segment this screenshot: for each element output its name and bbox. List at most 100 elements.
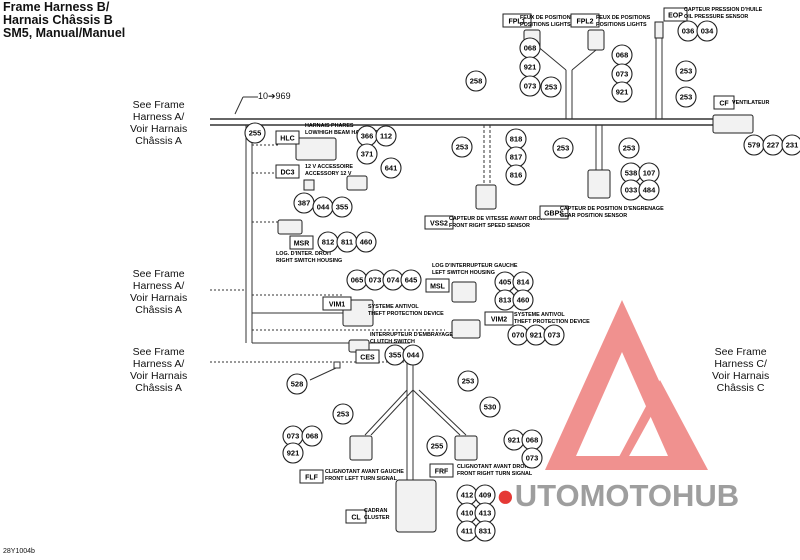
msr-code-3-circle — [355, 231, 377, 253]
flf-code-3-circle — [282, 442, 304, 464]
frf-connector — [454, 435, 478, 461]
hlc-code-3: 371 — [361, 150, 374, 159]
frf-code-3: 073 — [526, 454, 539, 463]
vss2-connector — [475, 184, 497, 210]
see-frame-a-bottom: See Frame Harness A/ Voir Harnais Châssi… — [130, 346, 188, 394]
wire-code-5: 253 — [680, 93, 693, 102]
frf-tag: FRF — [435, 469, 449, 476]
cl-code-1: 412 — [461, 491, 474, 500]
gbps-connector — [587, 169, 611, 199]
gbps-label-line-2: GEAR POSITION SENSOR — [560, 213, 627, 219]
wire-code-6: 253 — [456, 143, 469, 152]
dc3-code-4-circle — [331, 196, 353, 218]
dc3-label-line-2: ACCESSORY 12 V — [305, 171, 352, 177]
cl-code-5: 411 — [461, 527, 473, 536]
cf-code-1: 579 — [748, 141, 761, 150]
eop-tag: EOP — [668, 13, 683, 20]
wire-code-8: 253 — [623, 144, 636, 153]
cf-connector — [712, 114, 754, 134]
cl-code-4: 413 — [479, 509, 492, 518]
dc3-code-2: 387 — [298, 199, 311, 208]
vim1-label-line-1: SYSTEME ANTIVOL — [368, 304, 419, 310]
hlc-connector — [295, 137, 337, 161]
eop-label-line-1: CAPTEUR PRESSION D'HUILE — [684, 7, 763, 13]
ces-tag: CES — [360, 355, 375, 362]
dc3-code-3: 044 — [317, 203, 330, 212]
vim1-tag: VIM1 — [329, 302, 345, 309]
flf-code-1: 073 — [287, 432, 300, 441]
frf-label-line-1: CLIGNOTANT AVANT DROIT — [457, 464, 530, 470]
ces-label-line-1: INTERRUPTEUR D'EMBRAYAGE — [370, 332, 453, 338]
wire-code-1: 255 — [249, 129, 262, 138]
watermark-text: ●UTOMOTOHUB — [496, 478, 740, 513]
ces-label-line-2: CLUTCH SWITCH — [370, 339, 415, 345]
title-line-2: Harnais Châssis B — [3, 13, 113, 27]
fpl2-code-3-circle — [611, 81, 633, 103]
frf-label-line-2: FRONT RIGHT TURN SIGNAL — [457, 471, 533, 477]
flf-label-line-2: FRONT LEFT TURN SIGNAL — [325, 476, 398, 482]
ces-tag-box — [355, 349, 380, 364]
eop-code-1: 036 — [682, 27, 695, 36]
dc3-tag: DC3 — [280, 170, 294, 177]
ces-code-1: 355 — [389, 351, 402, 360]
gbps-code-4-circle — [638, 179, 660, 201]
wire-code-12: 530 — [484, 403, 497, 412]
frf-tag-box — [429, 463, 454, 478]
hlc-code-1: 366 — [361, 132, 374, 141]
fpl1-tag: FPL1 — [508, 19, 525, 26]
vss2-label-line-2: FRONT RIGHT SPEED SENSOR — [449, 223, 530, 229]
flf-label-line-1: CLIGNOTANT AVANT GAUCHE — [325, 469, 404, 475]
wire-code-4: 253 — [680, 67, 693, 76]
cf-tag-box — [713, 95, 735, 110]
eop-tag-box — [663, 7, 688, 22]
wire-code-4-circle — [675, 60, 697, 82]
fpl2-code-2: 073 — [616, 70, 629, 79]
vim2-code-2: 921 — [530, 331, 543, 340]
msl-label-line-1: LOG D'INTERRUPTEUR GAUCHE — [432, 263, 518, 269]
cl-code-6-circle — [474, 520, 496, 542]
wire-code-12-circle — [479, 396, 501, 418]
cf-label-line-1: VENTILATEUR — [732, 100, 769, 106]
dc3-tag-box — [275, 164, 300, 179]
eop-connector — [654, 21, 664, 39]
hlc-label-line-2: LOW/HIGH BEAM HARNESS — [305, 130, 378, 136]
vim1-code-2: 073 — [369, 276, 382, 285]
flf-tag: FLF — [305, 475, 319, 482]
msl-label-line-2: LEFT SWITCH HOUSING — [432, 270, 495, 276]
wire-code-13: 255 — [431, 442, 444, 451]
wire-code-2: 258 — [470, 77, 483, 86]
flf-tag-box — [299, 469, 324, 484]
frf-code-2: 068 — [526, 436, 539, 445]
vim2-code-1: 070 — [512, 331, 525, 340]
frf-code-3-circle — [521, 447, 543, 469]
wire-code-9-circle — [332, 403, 354, 425]
wire-code-3-circle — [540, 76, 562, 98]
fpl2-label-line-2: POSITIONS LIGHTS — [596, 22, 647, 28]
reference-arrow-label: 10➔969 — [258, 91, 291, 101]
see-frame-a-middle: See Frame Harness A/ Voir Harnais Châssi… — [130, 268, 188, 316]
wire-code-10-circle — [286, 373, 308, 395]
fpl1-code-3-circle — [519, 75, 541, 97]
wire-code-9: 253 — [337, 410, 350, 419]
hlc-tag: HLC — [280, 136, 294, 143]
vim1-label-line-2: THEFT PROTECTION DEVICE — [368, 311, 444, 317]
vim2-code-3: 073 — [548, 331, 561, 340]
fpl2-connector — [587, 29, 605, 51]
fpl1-code-1: 068 — [524, 44, 537, 53]
msl-connector — [451, 281, 477, 303]
wire-code-13-circle — [426, 435, 448, 457]
cf-code-3-circle — [781, 134, 800, 156]
gbps-code-2: 107 — [643, 169, 656, 178]
cl-code-2: 409 — [479, 491, 492, 500]
cf-tag: CF — [719, 101, 729, 108]
cl-connector — [395, 479, 437, 533]
cl-tag: CL — [351, 515, 361, 522]
vim2-label-line-1: SYSTEME ANTIVOL — [514, 312, 565, 318]
fpl2-tag-box — [570, 13, 600, 28]
vim2-tag-box — [484, 311, 514, 326]
watermark-logo — [545, 300, 708, 470]
msr-tag: MSR — [294, 241, 310, 248]
ces-code-2: 044 — [407, 351, 420, 360]
eop-code-2: 034 — [701, 27, 714, 36]
eop-label-line-2: OIL PRESSURE SENSOR — [684, 14, 748, 20]
